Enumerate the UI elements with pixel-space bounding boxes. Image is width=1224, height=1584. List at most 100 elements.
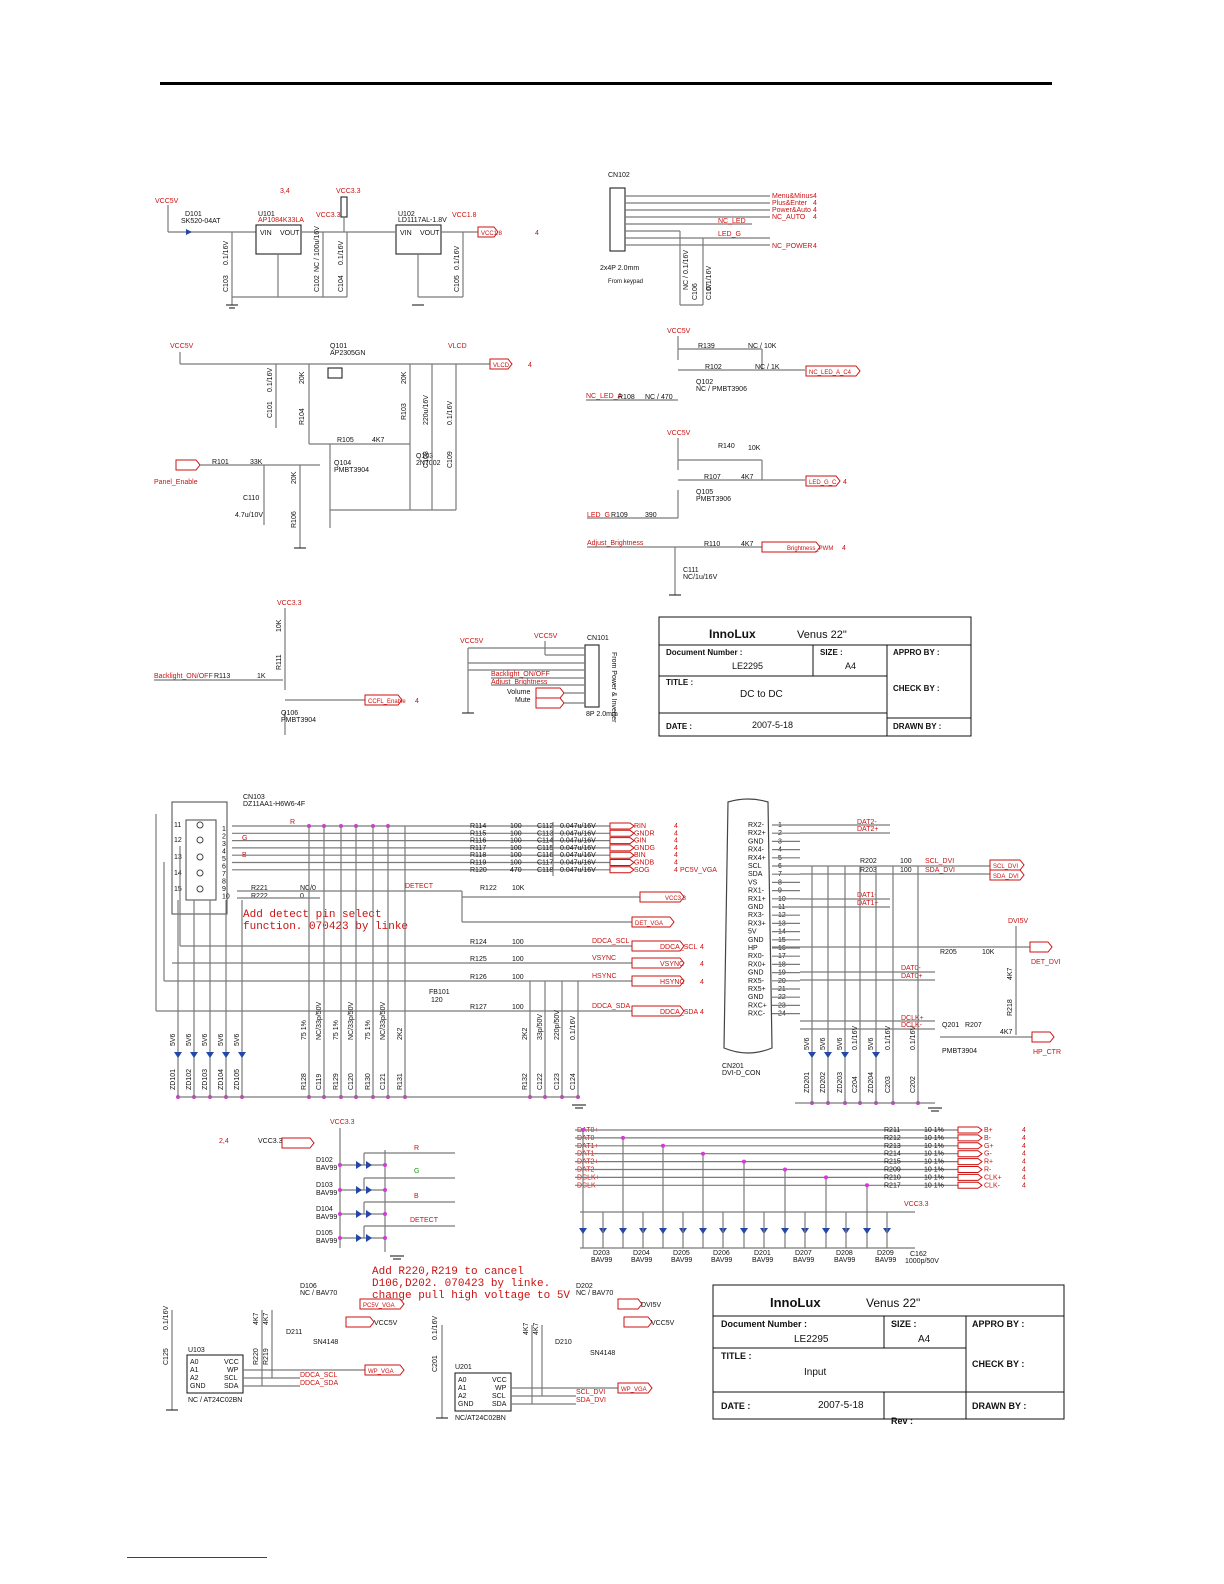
vga-port	[609, 851, 635, 859]
from-power: From Power & Inverter	[610, 652, 617, 723]
dvi-bottom-components: 5V6ZD2015V6ZD2025V6ZD2030.1/16VC2045V6ZD…	[804, 866, 920, 1105]
vcc33-top: VCC3.3	[336, 188, 361, 195]
bottom-ref: C120	[348, 1073, 355, 1090]
bottom-val: NC/33p/50V	[316, 1002, 323, 1040]
tb2-company: InnoLux	[770, 1295, 821, 1310]
u103-gnd: GND	[190, 1383, 206, 1390]
r101-ref: R101	[212, 459, 229, 466]
q201-ref: Q201	[942, 1022, 959, 1029]
vga-port-ref: 4	[674, 860, 678, 867]
dvi-bottom-ref: ZD203	[837, 1072, 844, 1093]
dclkm: DCLK-	[901, 1022, 923, 1029]
r104-ref: R104	[299, 408, 306, 425]
r106-val: 20K	[291, 471, 298, 484]
lvds-diode-a	[781, 1228, 789, 1234]
q104-part: PMBT3904	[334, 467, 369, 474]
lvds-res-ref: R211	[884, 1127, 900, 1134]
lvds-port	[957, 1173, 983, 1181]
u102-vout: VOUT	[420, 230, 440, 237]
tb2-docnum-label: Document Number :	[721, 1319, 807, 1329]
note2-line2: D106,D202. 070423 by linke.	[372, 1278, 550, 1290]
bottom-ref: R132	[522, 1073, 529, 1090]
vcc33-bav-port	[281, 1137, 315, 1149]
tb1-title: DC to DC	[740, 689, 783, 700]
net-g: G	[414, 1168, 419, 1175]
zener-ref: ZD104	[218, 1069, 225, 1090]
tb2-date: 2007-5-18	[818, 1400, 864, 1411]
dvi-pin-name: GND	[748, 970, 764, 977]
junction-dot	[338, 1163, 342, 1167]
sda-dvi-port	[989, 869, 1025, 881]
ccfl-enable-text: CCFL_Enable	[368, 699, 406, 705]
adjust-brightness: Adjust_Brightness	[587, 540, 644, 547]
bottom-ref: R129	[333, 1073, 340, 1090]
lvds-diode-ref: D203	[593, 1250, 610, 1257]
panel-enable-label: Panel_Enable	[154, 479, 198, 486]
r111-val: 10K	[276, 619, 283, 632]
r108-val: NC / 470	[645, 394, 673, 401]
c110-ref: C110	[243, 495, 259, 502]
ddc-port-ref: 4	[700, 979, 704, 986]
c106-val: NC / 0.1/16V	[683, 250, 690, 290]
ddc-port	[631, 975, 685, 987]
tb2-rev: Rev :	[891, 1416, 913, 1426]
vga-row-res-val: 100	[510, 830, 522, 837]
bav-diode-b	[366, 1161, 372, 1169]
led-g: LED_G	[718, 231, 741, 238]
lvds-diode-ref: D206	[713, 1250, 730, 1257]
lvds-port-name: B-	[984, 1135, 992, 1142]
r109-ref: R109	[611, 512, 628, 519]
r219-val: 4K7	[263, 1312, 270, 1325]
vga-row-res-ref: R116	[470, 838, 486, 845]
cn102-part: 2x4P 2.0mm	[600, 265, 639, 272]
dat2m: DAT2-	[857, 819, 877, 826]
r205-val: 10K	[982, 949, 995, 956]
lvds-port-ref: 4	[1022, 1174, 1026, 1181]
ddc-net: HSYNC	[592, 973, 617, 980]
dvi-pin-name: RX0-	[748, 953, 765, 960]
lvds-port	[957, 1158, 983, 1166]
zener-symbol	[206, 1052, 214, 1058]
u201-wp: WP	[495, 1385, 507, 1392]
tb2-project: Venus 22"	[866, 1296, 920, 1310]
r218-ref: R218	[1007, 999, 1014, 1016]
lvds-res-val: 10 1%	[924, 1167, 944, 1174]
bav-diode-b	[366, 1186, 372, 1194]
zener-val: 5V6	[234, 1033, 241, 1046]
ddc-port	[631, 957, 685, 969]
bav-part: BAV99	[316, 1238, 337, 1245]
vga-port-ref: 4	[674, 838, 678, 845]
dvi-pin-name: VS	[748, 879, 758, 886]
dvi-pin-name: RX3+	[748, 920, 766, 927]
bottom-ref: C119	[316, 1074, 323, 1090]
vga-pin-right: 10	[222, 894, 230, 901]
led-g-c-port	[805, 475, 841, 487]
r110-ref: R110	[704, 541, 720, 548]
vga-port	[609, 837, 635, 845]
vcc5v-cn101b: VCC5V	[534, 633, 558, 640]
vcc5v-cn101: VCC5V	[460, 638, 484, 645]
vga-port-ref: 4	[674, 852, 678, 859]
junction-dot	[383, 1163, 387, 1167]
r102-ref: R102	[705, 364, 722, 371]
vga-port	[609, 844, 635, 852]
lvds-port-ref: 4	[1022, 1143, 1026, 1150]
header-rule	[160, 82, 1052, 85]
r-dvi-b-val: 4K7	[533, 1322, 540, 1335]
brightness-pwm-text: Brightness_PWM	[787, 546, 833, 552]
r207-ref: R207	[965, 1022, 982, 1029]
dvi5v-net: DVI5V	[1008, 918, 1029, 925]
bottom-val: 2K2	[522, 1027, 529, 1040]
vcc33-bav: VCC3.3	[258, 1138, 283, 1145]
dvi-pin-name: GND	[748, 904, 764, 911]
vga-row-res-ref: R117	[470, 845, 486, 852]
mute-port	[535, 697, 565, 709]
ddc-res-ref: R126	[470, 974, 487, 981]
wp-vga-text: WP_VGA	[368, 1369, 394, 1375]
q104-ref: Q104	[334, 460, 351, 467]
tb2-title: Input	[804, 1367, 826, 1378]
nc-power: NC_POWER	[772, 243, 812, 250]
fb101-ref: FB101	[429, 989, 450, 996]
